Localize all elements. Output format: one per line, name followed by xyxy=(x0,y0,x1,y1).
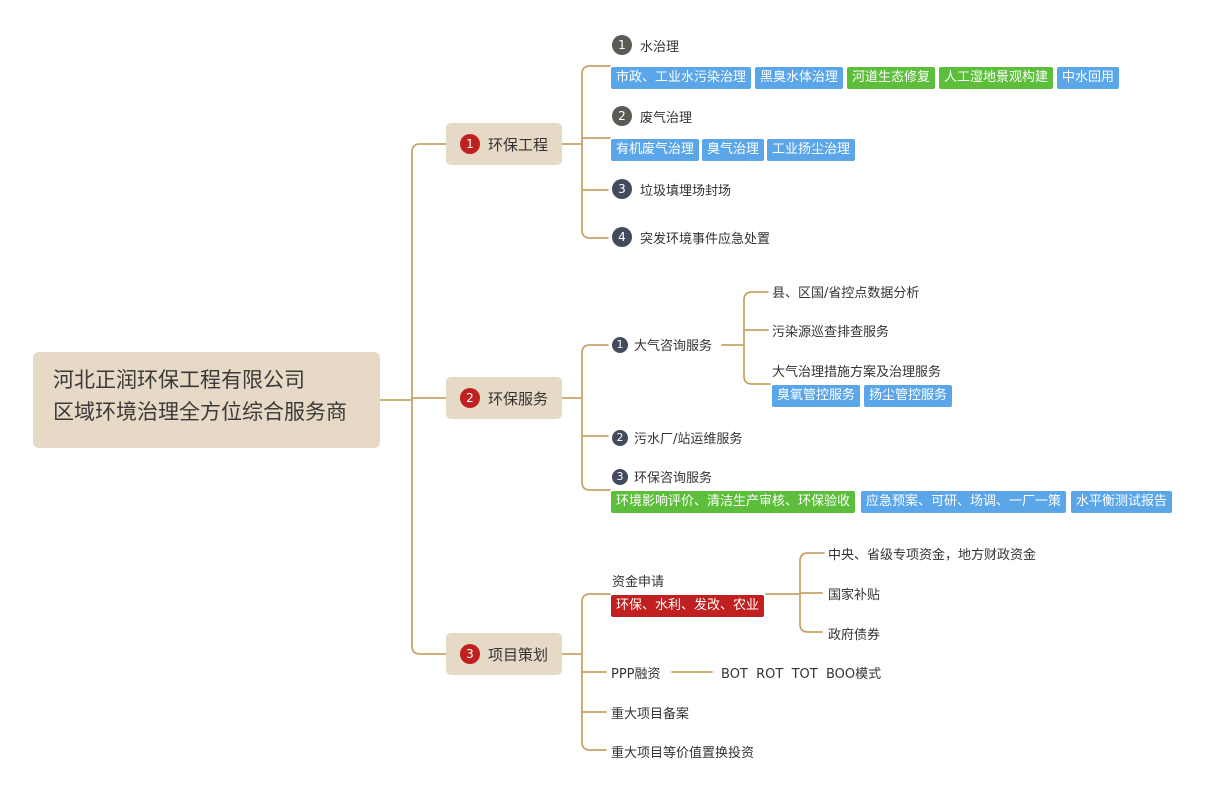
number-badge: 1 xyxy=(612,35,632,55)
topic-landfill-closure[interactable]: 3 垃圾填埋场封场 xyxy=(612,179,731,199)
topic-environmental-consulting[interactable]: 3 环保咨询服务 xyxy=(612,467,712,486)
item-ppp-modes[interactable]: BOT ROT TOT BOO模式 xyxy=(721,667,882,682)
tag-emergency-plan[interactable]: 应急预案、可研、场调、一厂一策 xyxy=(861,491,1067,513)
tag-reclaimed-water[interactable]: 中水回用 xyxy=(1057,67,1120,89)
tag-dust-control[interactable]: 扬尘管控服务 xyxy=(864,385,953,407)
topic-label: 大气咨询服务 xyxy=(634,339,713,354)
tag-odor[interactable]: 臭气治理 xyxy=(702,139,765,161)
tag-organic-gas[interactable]: 有机废气治理 xyxy=(611,139,700,161)
tag-industrial-dust[interactable]: 工业扬尘治理 xyxy=(767,139,856,161)
tag-water-pollution[interactable]: 市政、工业水污染治理 xyxy=(611,67,752,89)
number-badge: 2 xyxy=(459,388,480,408)
root-title-line1: 河北正润环保工程有限公司 xyxy=(53,368,305,392)
topic-label: 突发环境事件应急处置 xyxy=(640,231,771,247)
branch-label: 环保服务 xyxy=(487,389,548,408)
item-government-bonds[interactable]: 政府债券 xyxy=(828,628,881,643)
tag-water-balance[interactable]: 水平衡测试报告 xyxy=(1071,491,1173,513)
topic-fund-application[interactable]: 资金申请 xyxy=(612,575,665,590)
root-node[interactable]: 河北正润环保工程有限公司 区域环境治理全方位综合服务商 xyxy=(33,352,380,448)
number-badge: 2 xyxy=(612,106,632,126)
topic-label: 污水厂/站运维服务 xyxy=(634,432,743,447)
tag-eia-audit[interactable]: 环境影响评价、清洁生产审核、环保验收 xyxy=(611,491,856,513)
topic-label: 水治理 xyxy=(640,39,680,55)
number-badge: 4 xyxy=(612,227,632,247)
number-badge: 1 xyxy=(612,336,628,353)
topic-label: 废气治理 xyxy=(640,110,693,126)
number-badge: 1 xyxy=(459,134,480,154)
number-badge: 2 xyxy=(612,429,628,446)
topic-emergency-response[interactable]: 4 突发环境事件应急处置 xyxy=(612,227,770,247)
item-data-analysis[interactable]: 县、区国/省控点数据分析 xyxy=(772,286,920,301)
topic-label: 垃圾填埋场封场 xyxy=(640,183,732,199)
topic-water-treatment[interactable]: 1 水治理 xyxy=(612,35,679,55)
branch-label: 项目策划 xyxy=(487,645,548,664)
tag-river-restoration[interactable]: 河道生态修复 xyxy=(847,67,936,89)
topic-label: 环保咨询服务 xyxy=(634,471,713,486)
topic-air-consulting[interactable]: 1 大气咨询服务 xyxy=(612,335,712,354)
tag-wetland-landscape[interactable]: 人工湿地景观构建 xyxy=(939,67,1054,89)
branch-project-planning[interactable]: 3 项目策划 xyxy=(446,633,562,675)
root-title-line2: 区域环境治理全方位综合服务商 xyxy=(53,400,347,424)
number-badge: 3 xyxy=(612,179,632,199)
topic-exhaust-gas[interactable]: 2 废气治理 xyxy=(612,106,692,126)
item-national-subsidy[interactable]: 国家补贴 xyxy=(828,588,881,603)
item-air-treatment-plan[interactable]: 大气治理措施方案及治理服务 xyxy=(772,365,942,380)
branch-environmental-engineering[interactable]: 1 环保工程 xyxy=(446,123,562,165)
tag-black-odorous-water[interactable]: 黑臭水体治理 xyxy=(755,67,844,89)
tag-fund-sectors[interactable]: 环保、水利、发改、农业 xyxy=(611,595,765,617)
branch-label: 环保工程 xyxy=(487,135,548,154)
topic-sewage-plant-operation[interactable]: 2 污水厂/站运维服务 xyxy=(612,428,742,447)
number-badge: 3 xyxy=(459,644,480,664)
tag-ozone-control[interactable]: 臭氧管控服务 xyxy=(772,385,861,407)
topic-major-project-filing[interactable]: 重大项目备案 xyxy=(611,707,690,722)
branch-environmental-services[interactable]: 2 环保服务 xyxy=(446,377,562,419)
number-badge: 3 xyxy=(612,468,628,485)
topic-equal-value-swap[interactable]: 重大项目等价值置换投资 xyxy=(611,746,755,761)
topic-ppp-financing[interactable]: PPP融资 xyxy=(611,667,661,682)
item-special-funds[interactable]: 中央、省级专项资金，地方财政资金 xyxy=(828,548,1037,563)
item-pollution-inspection[interactable]: 污染源巡查排查服务 xyxy=(772,325,890,340)
